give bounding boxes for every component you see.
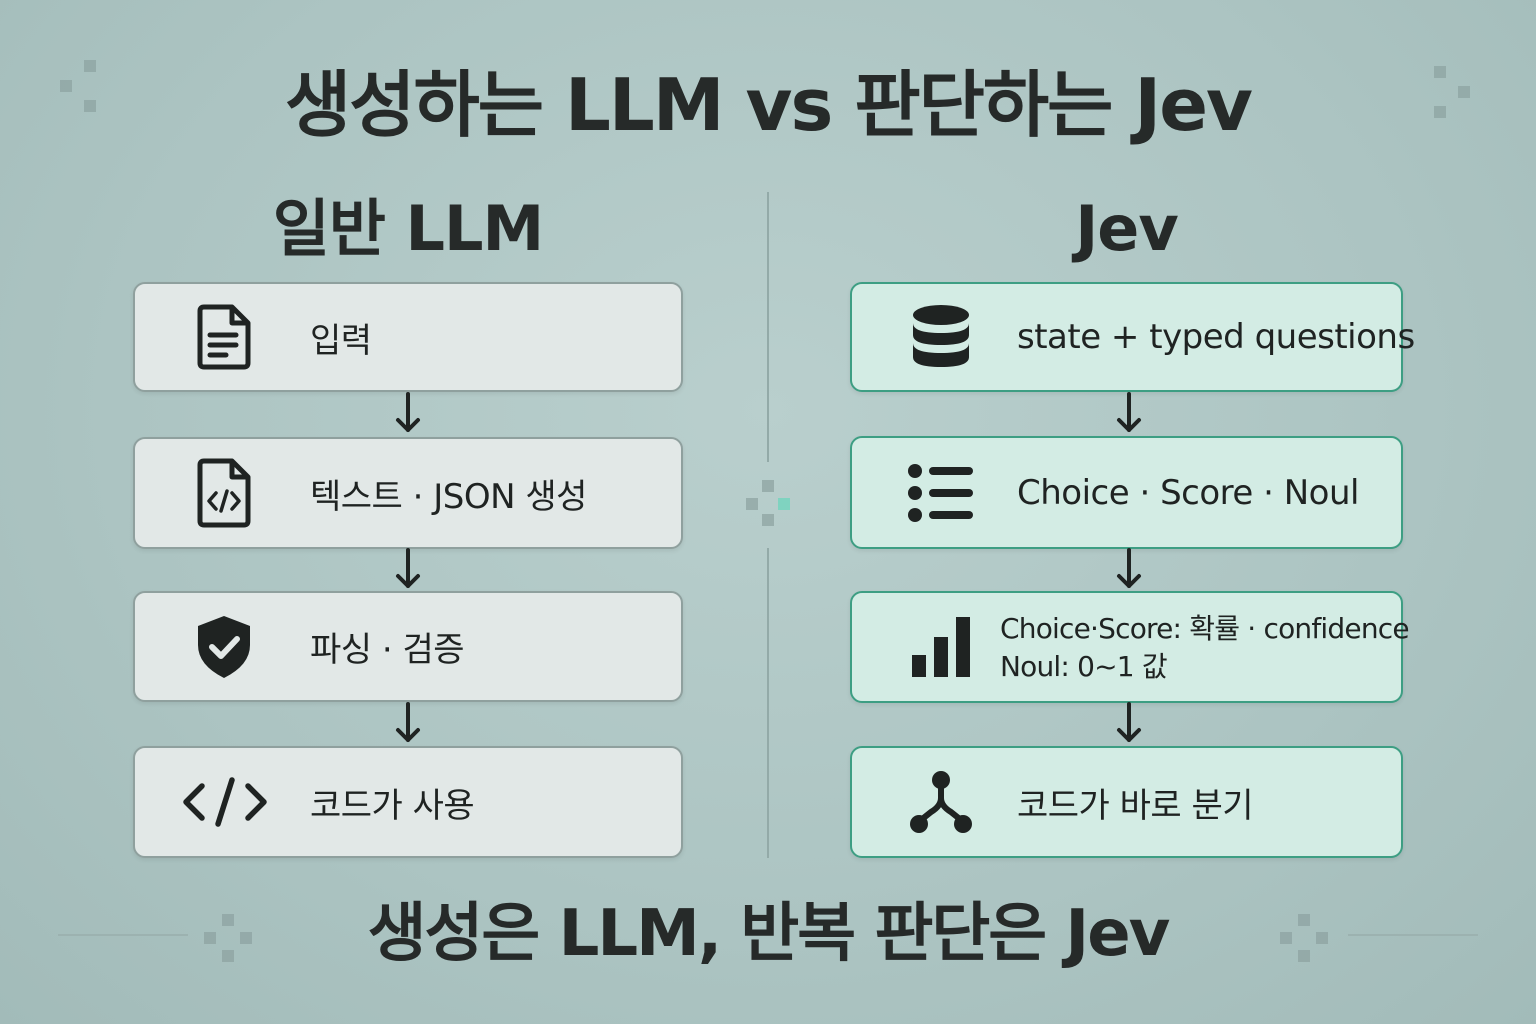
step-label-multiline: Choice·Score: 확률 · confidence Noul: 0~1 … [1000,610,1410,686]
left-column-heading: 일반 LLM [272,192,544,265]
step-label: 코드가 바로 분기 [1017,785,1254,826]
arrow-down-icon [396,548,420,588]
step-label: 파싱 · 검증 [310,630,465,670]
step-label: 텍스트 · JSON 생성 [310,476,587,517]
right-step-types: Choice · Score · Noul [850,436,1403,549]
code-file-icon [190,458,258,528]
step-label-line2: Noul: 0~1 값 [1000,650,1168,683]
code-brackets-icon [175,768,275,836]
right-step-scores: Choice·Score: 확률 · confidence Noul: 0~1 … [850,591,1410,703]
list-icon [907,459,975,527]
footer-rule-right [1348,934,1478,936]
footer-tagline: 생성은 LLM, 반복 판단은 Jev [367,897,1171,971]
pixel-decoration-top-left [60,60,100,116]
column-divider-top [767,192,769,462]
document-icon [190,303,258,371]
arrow-down-icon [396,702,420,742]
left-step-input: 입력 [133,282,683,392]
pixel-decoration-top-right [1434,66,1474,122]
arrow-down-icon [1117,548,1141,588]
bar-chart-icon [907,613,975,681]
arrow-down-icon [396,392,420,432]
pixel-decoration-bottom-right [1280,914,1332,966]
left-step-parse: 파싱 · 검증 [133,591,683,702]
step-label: 입력 [310,320,372,361]
left-step-generate: 텍스트 · JSON 생성 [133,437,683,549]
right-step-branch: 코드가 바로 분기 [850,746,1403,858]
pixel-decoration-center [746,480,794,528]
arrow-down-icon [1117,392,1141,432]
database-icon [907,303,975,371]
page-title: 생성하는 LLM vs 판단하는 Jev [285,63,1253,147]
shield-check-icon [190,613,258,681]
footer-rule-left [58,934,188,936]
branch-icon [907,768,975,836]
arrow-down-icon [1117,702,1141,742]
left-step-use: 코드가 사용 [133,746,683,858]
column-divider-bottom [767,548,769,858]
step-label: 코드가 사용 [310,785,475,826]
step-label-line1: Choice·Score: 확률 · confidence [1000,612,1410,645]
right-step-state: state + typed questions [850,282,1415,392]
right-column-heading: Jev [1075,192,1179,265]
pixel-decoration-bottom-left [204,914,256,966]
step-label: state + typed questions [1017,317,1415,357]
step-label: Choice · Score · Noul [1017,472,1359,513]
